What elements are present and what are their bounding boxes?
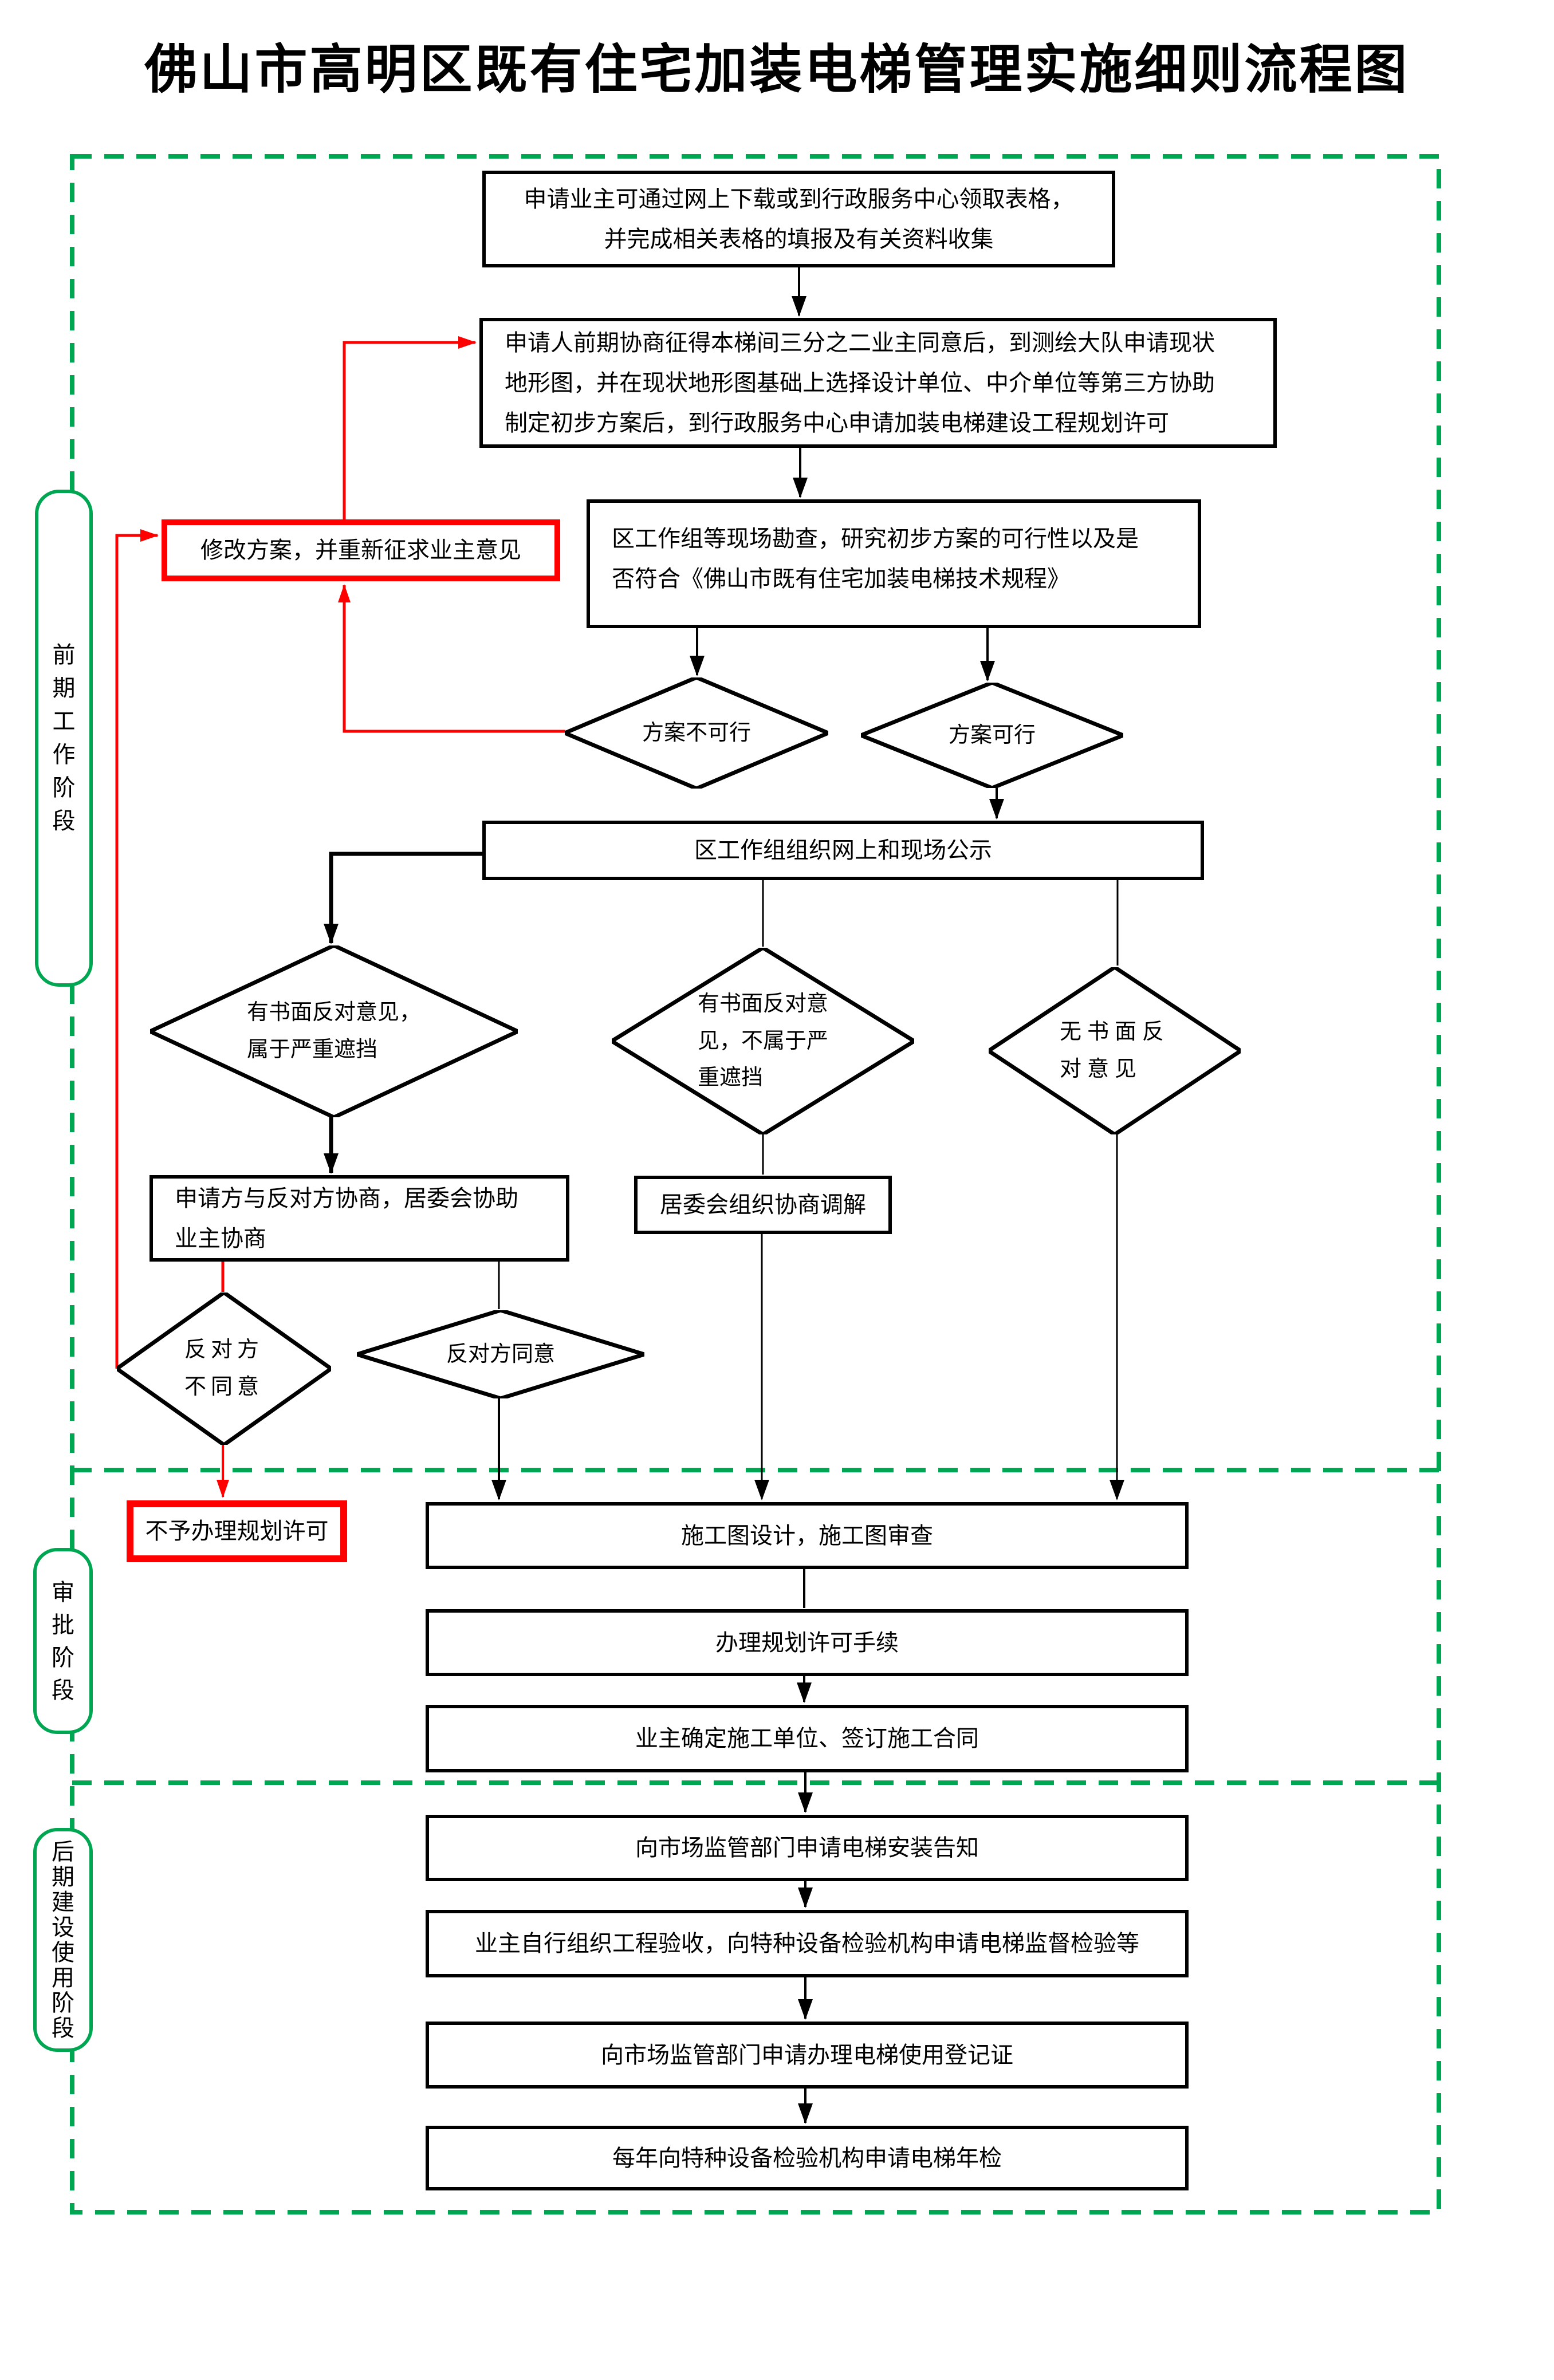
node-revise-plan: 修改方案，并重新征求业主意见 [162,519,560,581]
node-no-permit: 不予办理规划许可 [127,1500,347,1562]
node-site-survey: 区工作组等现场勘查，研究初步方案的可行性以及是 否符合《佛山市既有住宅加装电梯技… [587,499,1201,628]
diamond-shape [150,945,518,1117]
node-negotiate-with-opponent: 申请方与反对方协商，居委会协助 业主协商 [150,1175,569,1262]
node-planning-permit: 办理规划许可手续 [426,1609,1189,1676]
phase-label-later-stage-text: 后期建设使用阶段 [52,1838,74,2041]
black-connectors [324,267,1124,2124]
decision-opponent-agree: 反对方同意 [357,1310,644,1398]
phase-label-early-stage: 前期工作阶段 [35,490,93,987]
decision-no-objection-text: 无书面反 对意见 [1059,1020,1170,1081]
node-sign-contract: 业主确定施工单位、签订施工合同 [426,1705,1189,1772]
node-annual-inspection: 每年向特种设备检验机构申请电梯年检 [426,2126,1189,2190]
decision-opponent-agree-text: 反对方同意 [446,1342,555,1366]
decision-objection-severe-text: 有书面反对意见， 属于严重遮挡 [246,1000,421,1062]
decision-plan-infeasible: 方案不可行 [565,677,828,789]
diamond-shape [565,677,828,789]
phase-label-early-stage-text: 前期工作阶段 [52,642,76,834]
node-acceptance-inspection: 业主自行组织工程验收，向特种设备检验机构申请电梯监督检验等 [426,1910,1189,1977]
diamond-shape [117,1293,331,1445]
diamond-shape [989,967,1241,1134]
diamond-shape [357,1310,644,1398]
decision-plan-feasible-text: 方案可行 [948,723,1036,747]
decision-plan-feasible: 方案可行 [861,683,1123,788]
decision-objection-not-severe: 有书面反对意 见，不属于严 重遮挡 [612,948,914,1134]
decision-objection-not-severe-text: 有书面反对意 见，不属于严 重遮挡 [697,992,828,1090]
decision-opponent-disagree: 反对方 不同意 [117,1293,331,1445]
decision-objection-severe: 有书面反对意见， 属于严重遮挡 [150,945,518,1117]
decision-plan-infeasible-text: 方案不可行 [642,720,751,745]
diamond-shape [861,683,1123,788]
decision-no-objection: 无书面反 对意见 [989,967,1241,1134]
node-start: 申请业主可通过网上下载或到行政服务中心领取表格， 并完成相关表格的填报及有关资料… [482,171,1115,267]
phase-frame [70,154,1441,2214]
phase-label-approval-stage-text: 审批阶段 [52,1579,74,1703]
phase-label-later-stage: 后期建设使用阶段 [33,1828,93,2052]
node-use-registration: 向市场监管部门申请办理电梯使用登记证 [426,2022,1189,2089]
node-pre-negotiation: 申请人前期协商征得本梯间三分之二业主同意后，到测绘大队申请现状 地形图，并在现状… [479,318,1277,448]
decision-opponent-disagree-text: 反对方 不同意 [184,1338,263,1399]
node-publicity: 区工作组组织网上和现场公示 [482,821,1204,880]
node-install-notice: 向市场监管部门申请电梯安装告知 [426,1815,1189,1881]
node-committee-mediation: 居委会组织协商调解 [634,1176,892,1234]
page-title: 佛山市高明区既有住宅加装电梯管理实施细则流程图 [144,41,1410,99]
node-construction-drawing: 施工图设计，施工图审查 [426,1502,1189,1569]
phase-label-approval-stage: 审批阶段 [33,1548,93,1734]
red-connectors [115,336,565,1498]
diamond-shape [612,948,914,1134]
